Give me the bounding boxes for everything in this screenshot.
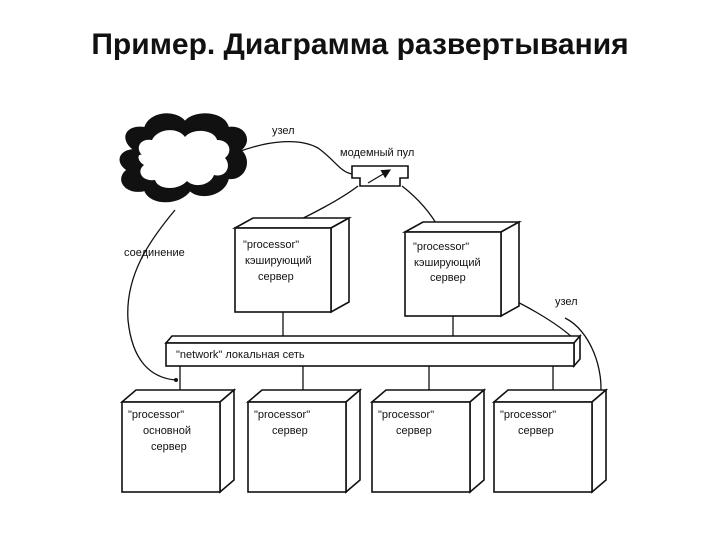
caching-left-line2: сервер <box>258 271 294 283</box>
bottom-node-3-stereotype: "processor" <box>378 409 434 421</box>
internet-label: Internet <box>165 121 202 133</box>
processor-server-3: "processor" сервер <box>369 388 487 494</box>
edge-connection <box>127 209 177 381</box>
node-label-top: узел <box>272 125 295 137</box>
node-label-right: узел <box>555 296 578 308</box>
processor-main-server: "processor" основной сервер <box>119 388 237 494</box>
bottom-node-1-line1: основной <box>143 425 191 437</box>
caching-right-stereotype: "processor" <box>413 241 469 253</box>
processor-server-4: "processor" сервер <box>491 388 609 494</box>
modem-pool-device <box>351 165 409 187</box>
bottom-node-2-line1: сервер <box>272 425 308 437</box>
caching-server-left: "processor" кэширующий сервер <box>231 216 353 314</box>
caching-right-line2: сервер <box>430 272 466 284</box>
network-label: "network" локальная сеть <box>176 349 305 361</box>
modem-pool-label: модемный пул <box>340 147 414 159</box>
processor-server-2: "processor" сервер <box>245 388 363 494</box>
caching-left-stereotype: "processor" <box>243 239 299 251</box>
caching-left-line1: кэширующий <box>245 255 312 267</box>
bottom-node-1-stereotype: "processor" <box>128 409 184 421</box>
connection-label: соединение <box>124 247 185 259</box>
network-bus: "network" локальная сеть <box>164 333 582 369</box>
edge-cloud-to-modem <box>237 140 353 175</box>
caching-right-line1: кэширующий <box>414 257 481 269</box>
bottom-node-4-line1: сервер <box>518 425 554 437</box>
bottom-node-3-line1: сервер <box>396 425 432 437</box>
bottom-node-1-line2: сервер <box>151 441 187 453</box>
slide-title: Пример. Диаграмма развертывания <box>91 28 629 61</box>
bottom-node-2-stereotype: "processor" <box>254 409 310 421</box>
caching-server-right: "processor" кэширующий сервер <box>401 220 523 318</box>
bottom-node-4-stereotype: "processor" <box>500 409 556 421</box>
internet-cloud <box>119 113 247 203</box>
